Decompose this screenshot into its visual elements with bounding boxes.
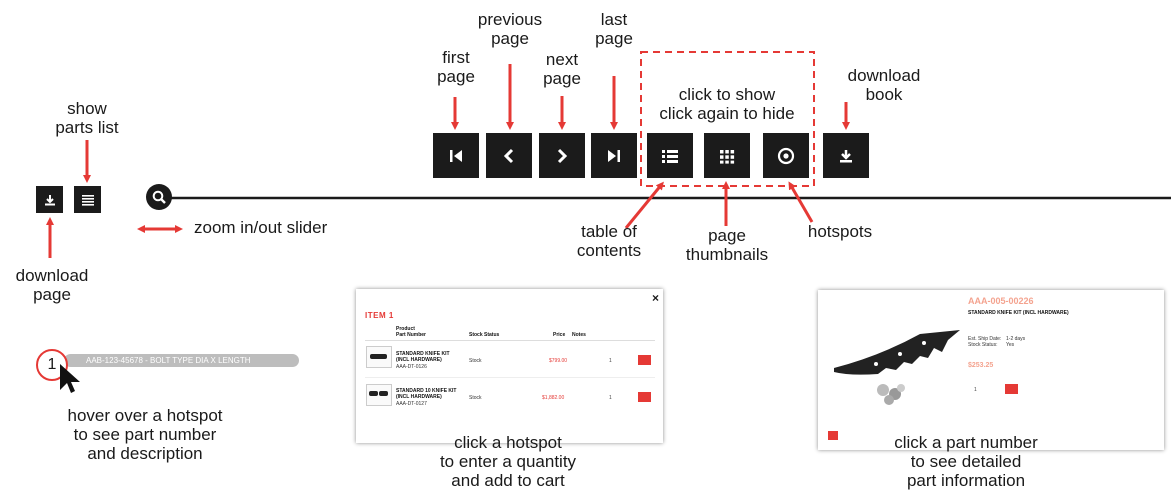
product-thumbnail <box>366 384 392 406</box>
back-button[interactable] <box>828 431 838 440</box>
add-to-cart-panel: × ITEM 1 Product Part Number Stock Statu… <box>356 289 663 443</box>
hardware-image <box>877 384 905 405</box>
row2-add-to-cart-button[interactable] <box>638 392 651 402</box>
zoom-slider-label: zoom in/out slider <box>194 218 328 237</box>
part-detail-panel: AAA-005-00226 STANDARD KNIFE KIT (INCL H… <box>818 290 1164 450</box>
availability-value: 1-2 days <box>1006 336 1026 342</box>
magnifier-icon <box>152 190 166 204</box>
last-page-button[interactable] <box>591 133 637 178</box>
hotspots-button[interactable] <box>763 133 809 178</box>
previous-page-button[interactable] <box>486 133 532 178</box>
row1-stock: Stock <box>469 358 482 364</box>
grid-icon <box>720 149 735 164</box>
close-icon[interactable]: × <box>651 291 659 305</box>
table-of-contents-button[interactable] <box>647 133 693 178</box>
detail-price: $253.25 <box>968 362 994 369</box>
col-product: Product <box>396 326 415 332</box>
product-thumbnail <box>366 346 392 368</box>
availability-label: Est. Ship Date: <box>968 336 1002 342</box>
row1-qty[interactable]: 1 <box>609 358 612 364</box>
row1-part[interactable]: AAA-DT-0126 <box>396 364 427 370</box>
toc-arrow <box>624 181 664 229</box>
lines-icon <box>81 194 94 206</box>
download-book-button[interactable] <box>823 133 869 178</box>
hotspot-number: 1 <box>47 356 57 373</box>
hotspot-tooltip: AAB-123-45678 - BOLT TYPE DIA X LENGTH <box>64 354 299 367</box>
target-icon <box>777 147 795 164</box>
detail-add-to-cart-button[interactable] <box>1005 384 1018 394</box>
download-page-button[interactable] <box>36 186 63 213</box>
stock-label: Stock Status: <box>968 342 998 348</box>
list-icon <box>662 149 678 163</box>
hotspots-label: hotspots <box>807 222 873 241</box>
chevron-left-icon <box>503 148 514 163</box>
hotspots-arrow <box>788 181 814 223</box>
row2-name: STANDARD 10 KNIFE KIT (INCL HARDWARE) <box>396 388 457 400</box>
page-thumbnails-button[interactable] <box>704 133 750 178</box>
detail-qty[interactable]: 1 <box>974 387 977 393</box>
zoom-slider-handle[interactable] <box>146 184 172 210</box>
row1-price: $799.00 <box>549 358 568 364</box>
first-page-icon <box>450 149 462 162</box>
detail-part-number: AAA-005-00226 <box>968 296 1034 306</box>
last-page-icon <box>608 149 620 162</box>
col-price: Price <box>553 332 566 338</box>
toggle-group-box <box>640 51 815 187</box>
item-title: ITEM 1 <box>365 311 394 320</box>
download-icon <box>840 149 852 162</box>
col-part-number: Part Number <box>396 332 427 338</box>
row2-price: $1,882.00 <box>542 395 565 401</box>
parts-list-button[interactable] <box>74 186 101 213</box>
detail-title: STANDARD KNIFE KIT (INCL HARDWARE) <box>968 310 1069 316</box>
row1-add-to-cart-button[interactable] <box>638 355 651 365</box>
col-notes: Notes <box>572 332 586 338</box>
row2-part[interactable]: AAA-DT-0127 <box>396 401 427 407</box>
download-icon <box>44 194 55 205</box>
first-page-button[interactable] <box>433 133 479 178</box>
row1-name: STANDARD KNIFE KIT (INCL HARDWARE) <box>396 351 450 363</box>
row2-qty[interactable]: 1 <box>609 395 612 401</box>
col-stock-status: Stock Status <box>469 332 500 338</box>
chevron-right-icon <box>557 148 568 163</box>
next-page-button[interactable] <box>539 133 585 178</box>
knife-image <box>834 330 960 375</box>
stock-value: Yes <box>1006 342 1015 348</box>
row2-stock: Stock <box>469 395 482 401</box>
cursor-icon <box>60 364 80 393</box>
